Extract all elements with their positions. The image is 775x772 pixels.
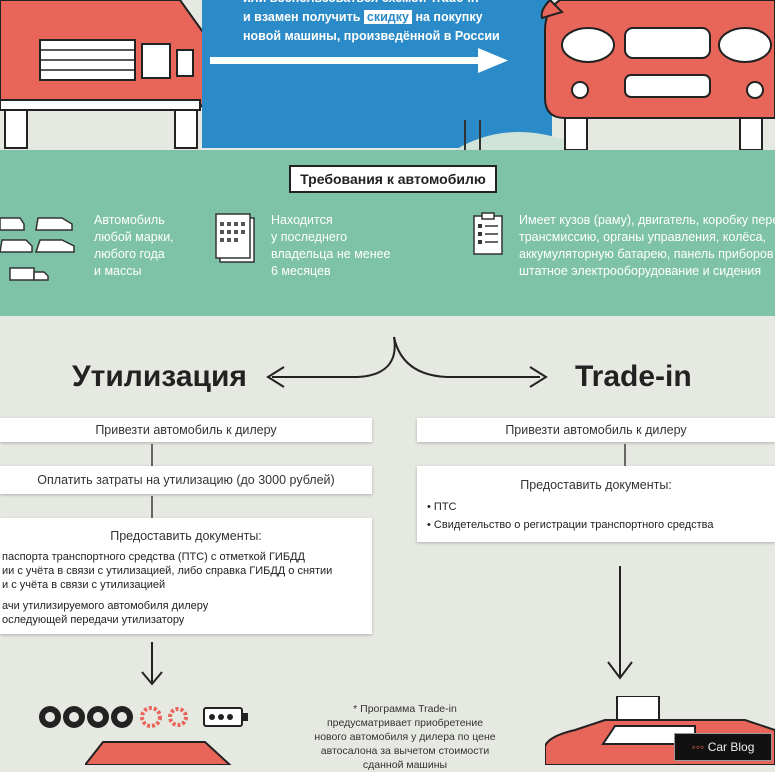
- checklist-icon: [473, 212, 503, 255]
- left-step-documents: Предоставить документы: паспорта транспо…: [0, 518, 372, 634]
- connector: [151, 444, 153, 466]
- right-docs-list: • ПТС • Свидетельство о регистрации тран…: [427, 501, 714, 531]
- top-illustration: или воспользоваться схемой Trade-in и вз…: [0, 0, 775, 150]
- banner-line3: новой машины, произведённой в России: [243, 29, 500, 43]
- req3-line: трансмиссию, органы управления, колёса,: [519, 230, 766, 244]
- discount-highlight: скидку: [363, 10, 412, 24]
- car-blog-watermark: ◦◦◦ Car Blog: [674, 733, 772, 761]
- left-step-bring-car: Привезти автомобиль к дилеру: [0, 418, 372, 442]
- banner-line2-prefix: и взамен получить: [243, 10, 361, 24]
- footnote-line: предусматривает приобретение: [326, 717, 484, 729]
- doc-line: паспорта транспортного средства (ПТС) с …: [2, 551, 305, 563]
- promo-sign-text: или воспользоваться схемой Trade-in и вз…: [243, 0, 543, 46]
- tradein-footnote: * Программа Trade-in предусматривает при…: [285, 702, 525, 772]
- arrow-down-icon: [141, 642, 163, 686]
- req2-line: владельца не менее: [271, 247, 391, 261]
- doc-item-registration: Свидетельство о регистрации транспортног…: [433, 519, 714, 531]
- cars-icon: [0, 217, 75, 281]
- footnote-line: * Программа Trade-in: [353, 703, 457, 715]
- doc-line: и с учёта в связи с утилизацией: [2, 579, 166, 591]
- left-docs-title: Предоставить документы:: [110, 529, 262, 543]
- doc-item-pts: ПТС: [433, 501, 457, 513]
- watermark-text: Car Blog: [707, 740, 755, 754]
- connector: [151, 496, 153, 518]
- doc-line: ии с учёта в связи с утилизацией, либо с…: [2, 565, 333, 577]
- branch-arrows: [266, 336, 548, 388]
- wheel-icon: ◦◦◦: [691, 740, 705, 754]
- left-docs-list: паспорта транспортного средства (ПТС) с …: [2, 550, 332, 627]
- req2-line: у последнего: [271, 230, 348, 244]
- arrow-down-icon: [607, 566, 633, 680]
- left-title-recycling: Утилизация: [72, 360, 247, 393]
- doc-line: оследующей передачи утилизатору: [2, 614, 185, 626]
- req3-line: Имеет кузов (раму), двигатель, коробку п…: [519, 213, 775, 227]
- doc-line: ачи утилизируемого автомобиля дилеру: [2, 600, 209, 612]
- recycled-parts-icons: [39, 706, 248, 728]
- car-roof-illustration: [85, 741, 232, 765]
- new-car-illustration: [540, 0, 775, 150]
- req3-line: аккумуляторную батарею, панель приборов: [519, 247, 774, 261]
- requirements-title: Требования к автомобилю: [289, 165, 497, 193]
- requirement-ownership: Находится у последнего владельца не мене…: [271, 212, 391, 280]
- right-step-bring-car: Привезти автомобиль к дилеру: [417, 418, 775, 442]
- right-step-documents: Предоставить документы: • ПТС • Свидетел…: [417, 466, 775, 542]
- banner-line2-suffix: на покупку: [415, 10, 483, 24]
- req2-line: Находится: [271, 213, 333, 227]
- req1-line: Автомобиль: [94, 213, 165, 227]
- footnote-line: сданной машины: [362, 759, 448, 771]
- req1-line: любого года: [94, 247, 165, 261]
- road-hill: [455, 120, 565, 150]
- promo-sign: [202, 0, 552, 148]
- right-title-tradein: Trade-in: [575, 360, 692, 393]
- req3-line: штатное электрооборудование и сидения: [519, 264, 762, 278]
- req2-line: 6 месяцев: [271, 264, 331, 278]
- footnote-line: нового автомобиля у дилера по цене: [314, 731, 496, 743]
- right-docs-title: Предоставить документы:: [520, 478, 672, 492]
- connector: [624, 444, 626, 466]
- arrow-right-icon: [210, 48, 508, 73]
- footnote-line: автосалона за вычетом стоимости: [320, 745, 490, 757]
- req1-line: любой марки,: [94, 230, 174, 244]
- requirement-completeness: Имеет кузов (раму), двигатель, коробку п…: [519, 212, 775, 280]
- req1-line: и массы: [94, 264, 142, 278]
- left-step-pay: Оплатить затраты на утилизацию (до 3000 …: [0, 466, 372, 494]
- old-car-illustration: [0, 0, 210, 149]
- banner-line1: или воспользоваться схемой Trade-in: [243, 0, 543, 8]
- requirement-any-car: Автомобиль любой марки, любого года и ма…: [94, 212, 174, 280]
- calendar-icon: [215, 213, 255, 263]
